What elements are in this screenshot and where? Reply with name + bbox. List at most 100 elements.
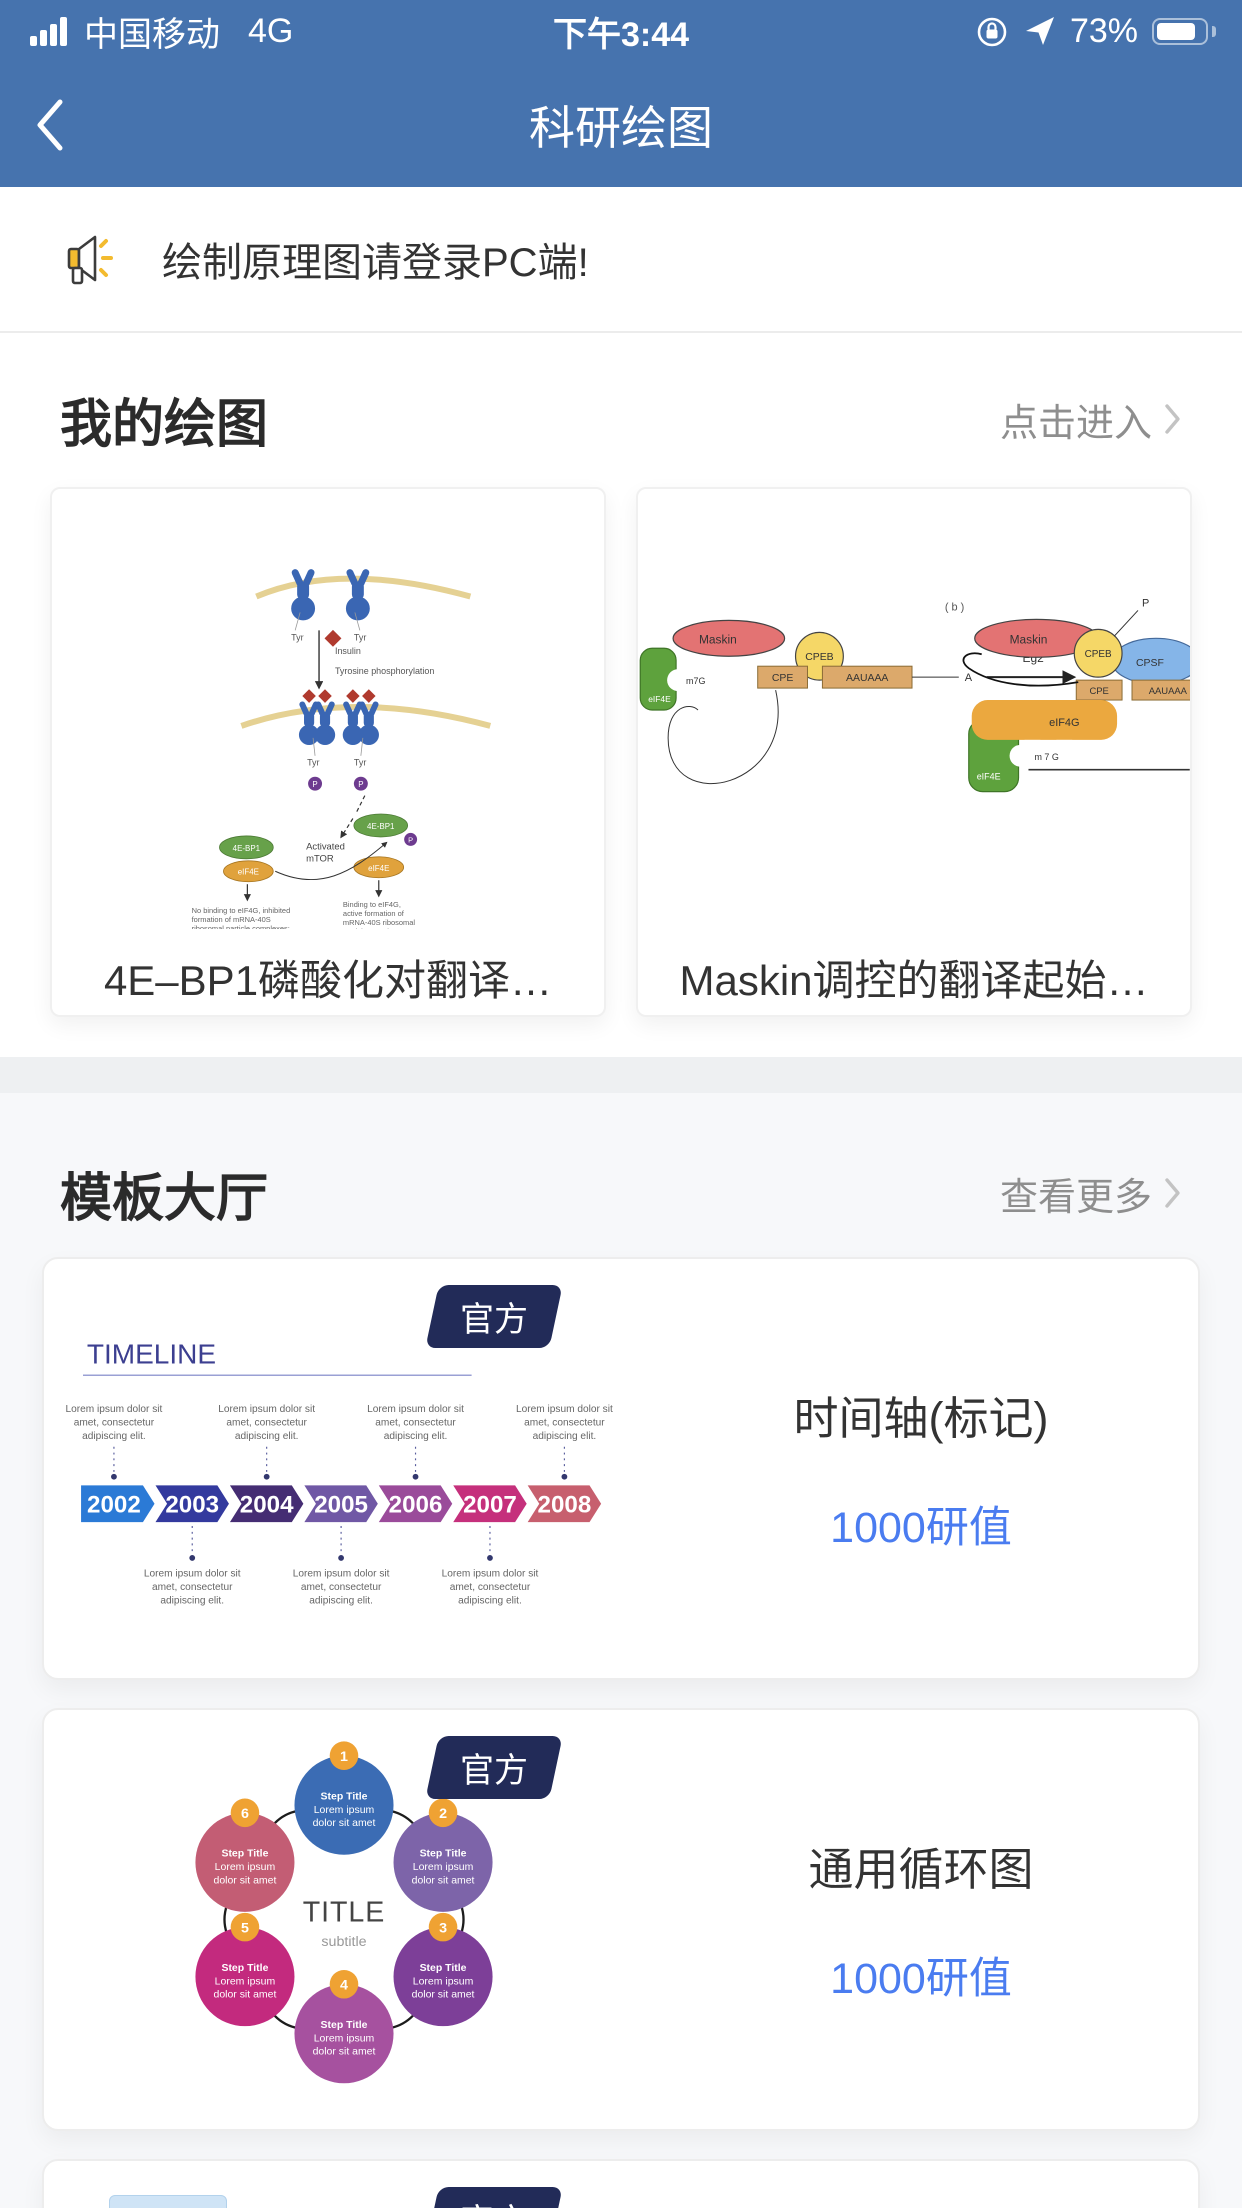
- svg-text:CPSF: CPSF: [1136, 658, 1164, 669]
- template-price: 1000研值: [830, 1504, 1012, 1552]
- drawing-card-4ebp1[interactable]: Tyr Tyr Insulin Tyrosine phosphorylation: [50, 487, 606, 1017]
- notice-banner: 绘制原理图请登录PC端!: [0, 187, 1242, 333]
- official-badge: 官方: [425, 2187, 563, 2208]
- svg-text:2003: 2003: [165, 1491, 219, 1518]
- svg-text:eIF4G: eIF4G: [1049, 717, 1079, 729]
- see-more-link[interactable]: 查看更多: [1000, 1166, 1182, 1221]
- template-hall-section: 模板大厅 查看更多 官方 TIMELINE Lorem ipsum dolor …: [0, 1093, 1242, 2208]
- chevron-right-icon: [1165, 1178, 1180, 1208]
- svg-text:CPEB: CPEB: [805, 652, 833, 663]
- svg-text:CPE: CPE: [772, 673, 793, 684]
- svg-text:5: 5: [241, 1920, 249, 1936]
- svg-text:mTOR: mTOR: [306, 853, 334, 864]
- my-drawings-title: 我的绘图: [60, 395, 269, 454]
- official-badge: 官方: [425, 1736, 563, 1799]
- template-preview-fragment: [109, 2195, 227, 2208]
- drawing-card-title: Maskin调控的翻译起始…: [679, 956, 1149, 1004]
- svg-text:eIF4E: eIF4E: [648, 694, 671, 704]
- svg-text:CPE: CPE: [1089, 686, 1108, 697]
- location-arrow-icon: [1025, 17, 1054, 45]
- svg-text:AAUAAA: AAUAAA: [1149, 686, 1188, 697]
- drawing-card-title: 4E–BP1磷酸化对翻译…: [103, 956, 553, 1004]
- template-name: 时间轴(标记): [793, 1393, 1049, 1444]
- battery-tip: [1212, 25, 1216, 37]
- notice-text: 绘制原理图请登录PC端!: [162, 241, 589, 285]
- svg-text:4: 4: [340, 1978, 348, 1994]
- svg-text:Activated: Activated: [306, 841, 345, 852]
- svg-text:Maskin: Maskin: [1010, 632, 1048, 646]
- svg-text:1: 1: [340, 1749, 348, 1765]
- network-type-label: 4G: [248, 11, 294, 50]
- template-card-partial[interactable]: 官方: [42, 2159, 1200, 2208]
- svg-text:6: 6: [241, 1806, 249, 1822]
- status-bar: 中国移动 4G 下午3:44 73%: [0, 0, 1242, 62]
- svg-text:eIF4E: eIF4E: [977, 772, 1001, 782]
- carrier-label: 中国移动: [84, 15, 220, 54]
- svg-text:4E-BP1: 4E-BP1: [367, 822, 395, 831]
- template-hall-title: 模板大厅: [60, 1169, 269, 1228]
- svg-text:2002: 2002: [87, 1491, 141, 1518]
- svg-text:P: P: [312, 780, 317, 789]
- svg-text:CPEB: CPEB: [1085, 649, 1112, 660]
- battery-icon: [1152, 17, 1208, 45]
- svg-text:TIMELINE: TIMELINE: [87, 1338, 216, 1369]
- svg-text:Maskin: Maskin: [699, 632, 737, 646]
- svg-text:eIF4E: eIF4E: [368, 864, 389, 873]
- svg-text:3: 3: [439, 1920, 447, 1936]
- svg-text:Tyr: Tyr: [291, 632, 303, 642]
- svg-text:TITLE: TITLE: [303, 1896, 386, 1928]
- svg-text:Insulin: Insulin: [335, 646, 361, 656]
- svg-text:AAUAAA: AAUAAA: [846, 673, 888, 684]
- svg-text:Tyrosine phosphorylation: Tyrosine phosphorylation: [335, 666, 434, 676]
- svg-text:4E-BP1: 4E-BP1: [233, 844, 261, 853]
- section-divider: [0, 1057, 1242, 1093]
- svg-text:P: P: [1142, 597, 1149, 609]
- battery-percent: 73%: [1069, 11, 1138, 50]
- nav-bar: 科研绘图: [0, 62, 1242, 187]
- my-drawings-section: 我的绘图 点击进入: [0, 333, 1242, 1093]
- svg-text:A: A: [965, 672, 973, 684]
- svg-text:2: 2: [439, 1806, 447, 1822]
- enter-my-drawings-link[interactable]: 点击进入: [1000, 392, 1182, 447]
- drawing-card-maskin[interactable]: Maskin CPEB eIF4E m7G CPE AAUAAA A: [636, 487, 1192, 1017]
- megaphone-icon: [67, 235, 113, 285]
- svg-text:2007: 2007: [463, 1491, 517, 1518]
- svg-text:2005: 2005: [314, 1491, 368, 1518]
- svg-text:2004: 2004: [240, 1491, 294, 1518]
- chevron-right-icon: [1165, 404, 1180, 434]
- svg-text:m 7 G: m 7 G: [1034, 752, 1058, 762]
- svg-text:eIF4E: eIF4E: [238, 868, 259, 877]
- template-card-cycle[interactable]: 官方: [42, 1708, 1200, 2131]
- svg-text:2006: 2006: [389, 1491, 443, 1518]
- svg-text:P: P: [408, 835, 413, 844]
- maskin-translation-diagram: Maskin CPEB eIF4E m7G CPE AAUAAA A: [639, 597, 1190, 793]
- svg-text:P: P: [358, 780, 363, 789]
- svg-text:m7G: m7G: [686, 676, 705, 686]
- template-name: 通用循环图: [808, 1844, 1034, 1895]
- rotation-lock-icon: [977, 17, 1007, 47]
- svg-text:Tyr: Tyr: [307, 758, 319, 768]
- official-badge: 官方: [425, 1285, 563, 1348]
- svg-text:( b ): ( b ): [945, 601, 964, 613]
- signal-strength-icon: [30, 17, 67, 46]
- back-button[interactable]: [32, 96, 66, 154]
- svg-text:2008: 2008: [538, 1491, 592, 1518]
- svg-text:subtitle: subtitle: [321, 1934, 366, 1950]
- 4ebp1-pathway-diagram: Tyr Tyr Insulin Tyrosine phosphorylation: [192, 489, 492, 945]
- svg-text:Binding to eIF4G,: Binding to eIF4G, active formation of mR…: [343, 900, 417, 929]
- clock: 下午3:44: [552, 15, 690, 54]
